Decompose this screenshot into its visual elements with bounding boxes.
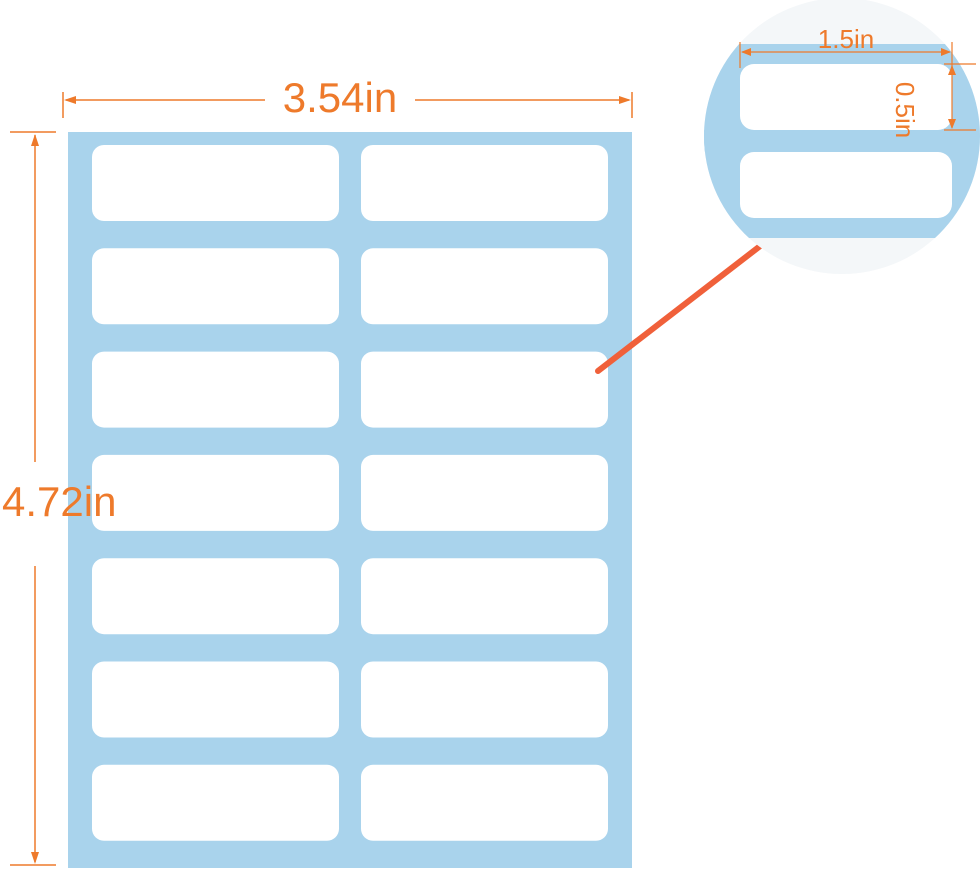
width-dimension [62,92,633,118]
label-r5-c1 [92,558,339,635]
zoom-circle [704,0,980,274]
zoom-label-bottom [740,152,952,218]
label-height-dimension [944,63,976,131]
label-height-dimension-arrow-bottom [948,119,956,129]
label-r7-c1 [92,764,339,841]
label-r3-c2 [361,351,608,428]
width-dimension-arrow-right [619,96,631,104]
label-r5-c2 [361,558,608,635]
height-dimension-arrow-bottom [31,852,39,864]
label-r1-c1 [92,145,339,221]
label-width-dimension [739,42,953,68]
label-width-dimension-arrow-left [741,48,751,56]
zoom-backing-strip-left [704,130,740,152]
label-width-dimension-arrow-right [941,48,951,56]
height-dimension-label: 4.72in [2,478,116,525]
label-r3-c1 [92,351,339,428]
zoom-circle-content [704,0,980,274]
label-r2-c1 [92,248,339,325]
height-dimension-arrow-top [31,134,39,146]
label-r7-c2 [361,764,608,841]
width-dimension-arrow-left [64,96,76,104]
label-r1-c2 [361,145,608,221]
label-r2-c2 [361,248,608,325]
label-height-dimension-arrow-top [948,65,956,75]
zoom-label-top [740,64,952,130]
label-height-dimension-label: 0.5in [890,82,920,138]
label-r6-c2 [361,661,608,738]
height-dimension [10,131,56,866]
label-r4-c1 [92,454,339,531]
label-r4-c2 [361,454,608,531]
label-r6-c1 [92,661,339,738]
label-grid [92,145,608,841]
label-width-dimension-label: 1.5in [818,24,874,54]
width-dimension-label: 3.54in [283,74,397,121]
